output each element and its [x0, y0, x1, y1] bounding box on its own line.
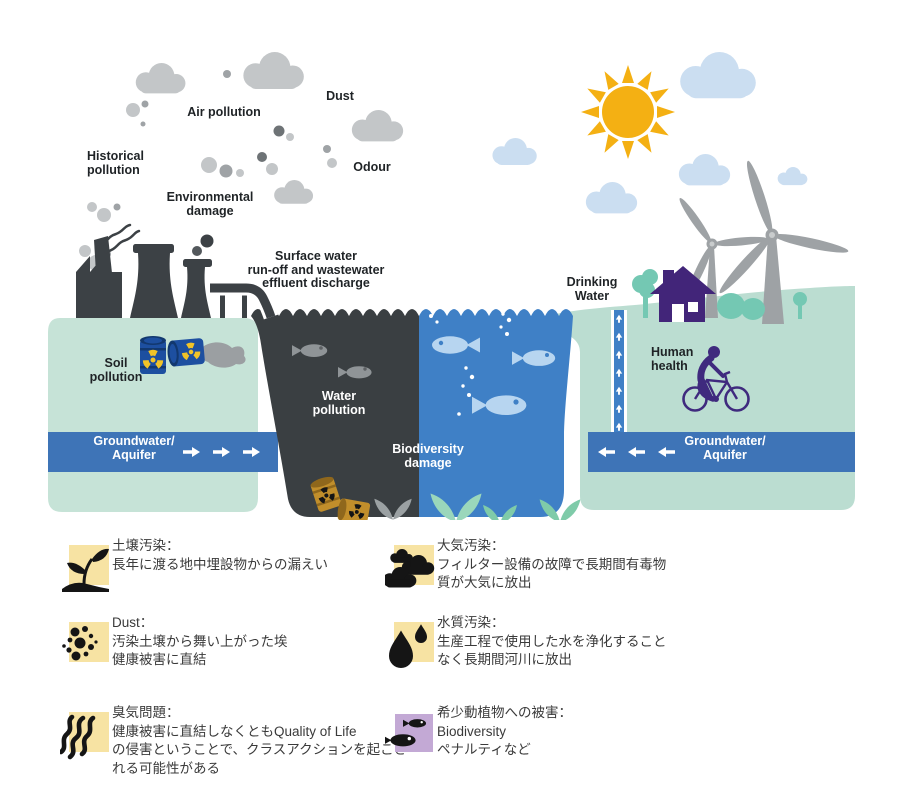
fish-icon: [292, 344, 372, 379]
smoke-clouds-icon: [385, 545, 435, 588]
tree-icon: [632, 269, 807, 320]
dust-label: Dust: [326, 89, 354, 103]
sprout-icon: [62, 545, 109, 592]
water-pollution-label: Water pollution: [312, 389, 366, 417]
polluted-water: [251, 309, 419, 520]
legend: 土壌汚染： 長年に渡る地中埋設物からの漏えい 大気汚染： フィルター設備の故障で…: [0, 520, 900, 804]
legend-desc: 汚染土壌から舞い上がった埃 健康被害に直結: [112, 633, 288, 668]
well-pipe: [611, 310, 627, 434]
dust-particles-icon: [62, 622, 109, 662]
biodiversity-damage-label: Biodiversity damage: [392, 442, 464, 470]
house-icon: [650, 266, 716, 322]
legend-desc: 長年に渡る地中埋設物からの漏えい: [112, 556, 328, 572]
legend-desc: フィルター設備の故障で長期間有毒物 質が大気に放出: [437, 556, 667, 591]
groundwater-band-right: [588, 432, 855, 472]
legend-title: 土壌汚染：: [112, 538, 180, 553]
illustration-scene: Air pollution Dust Odour Historical poll…: [48, 52, 855, 520]
sun-icon: [581, 65, 675, 159]
groundwater-band-left: [48, 432, 278, 472]
drinking-water-label: Drinking Water: [566, 275, 618, 303]
legend-title: 臭気問題：: [112, 705, 180, 720]
dumped-barrel-icon: [310, 476, 371, 520]
fish-icon: [385, 714, 433, 752]
groundwater-right-label: Groundwater/ Aquifer: [684, 434, 766, 462]
legend-title: 希少動植物への被害：: [437, 705, 572, 720]
clean-water: [419, 309, 581, 520]
legend-desc: Biodiversity ペナルティなど: [437, 723, 531, 758]
legend-desc: 健康被害に直結しなくともQuality of Life の侵害ということで、クラ…: [112, 723, 408, 776]
odour-fumes-icon: [60, 712, 109, 760]
surface-water-label: Surface water run-off and wastewater eff…: [247, 249, 385, 290]
radioactive-barrel-icon: [140, 336, 246, 374]
water-drops-icon: [389, 622, 434, 668]
legend-title: 大気汚染：: [437, 538, 505, 553]
cyclist-icon: [682, 346, 750, 412]
legend-desc: 生産工程で使用した水を浄化すること なく長期間河川に放出: [437, 633, 667, 668]
wind-turbine-icon: [679, 160, 849, 324]
historical-pollution-label: Historical pollution: [87, 149, 144, 177]
smoke-clouds-icon: [79, 52, 404, 271]
odour-label: Odour: [353, 160, 391, 174]
factory-icon: [76, 223, 279, 320]
human-health-label: Human health: [651, 345, 694, 373]
legend-title: 水質汚染：: [437, 615, 505, 630]
legend-title: Dust：: [112, 615, 154, 630]
fish-icon: [432, 336, 556, 416]
soil-pollution-label: Soil pollution: [89, 356, 143, 384]
pollution-illustration: [48, 52, 855, 520]
environmental-damage-label: Environmental damage: [166, 190, 254, 218]
bubbles-icon: [429, 312, 512, 416]
air-pollution-label: Air pollution: [187, 105, 261, 119]
groundwater-left-label: Groundwater/ Aquifer: [93, 434, 175, 462]
